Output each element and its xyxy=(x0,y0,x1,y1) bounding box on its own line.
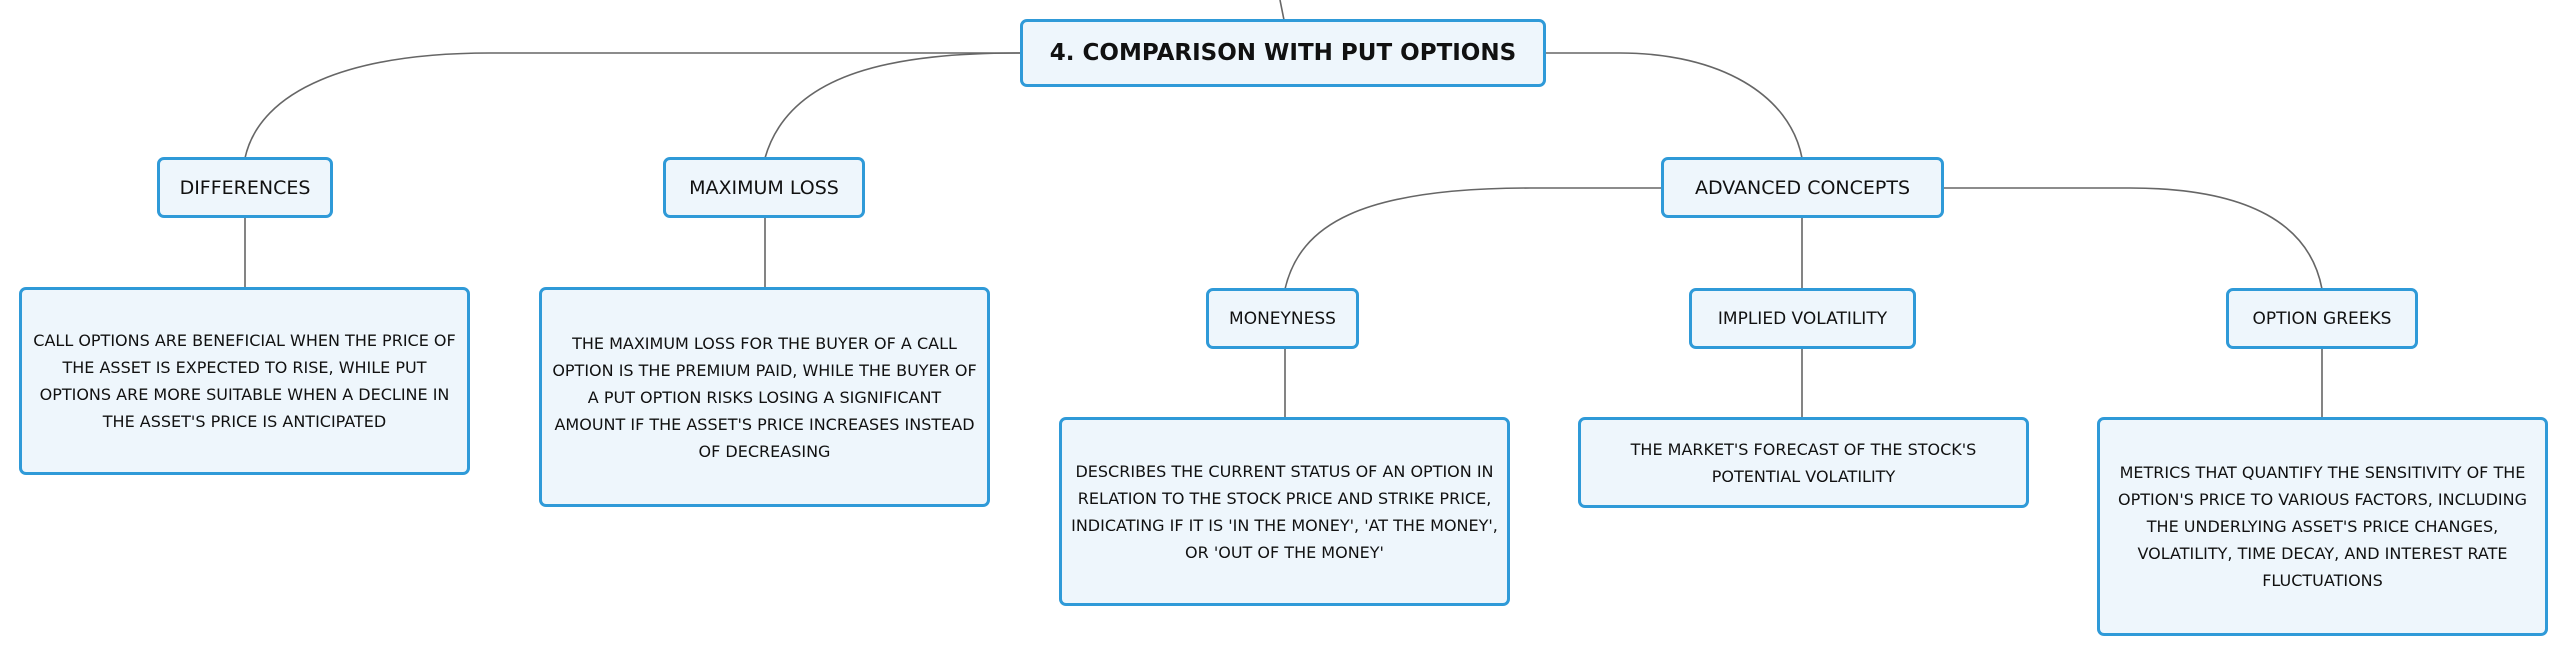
maximum-loss-label: MAXIMUM LOSS xyxy=(689,176,839,199)
connector-root-advanced-concepts xyxy=(1545,52,1803,159)
option-greeks-description[interactable]: METRICS THAT QUANTIFY THE SENSITIVITY OF… xyxy=(2097,417,2548,636)
root-topic-label: 4. COMPARISON WITH PUT OPTIONS xyxy=(1049,40,1517,66)
implied-volatility-label: IMPLIED VOLATILITY xyxy=(1717,308,1888,329)
connector-root-maximum-loss xyxy=(764,52,1021,159)
parent-connector xyxy=(1279,0,1285,21)
implied-volatility-topic[interactable]: IMPLIED VOLATILITY xyxy=(1689,288,1916,349)
moneyness-label: MONEYNESS xyxy=(1229,308,1336,329)
option-greeks-label: OPTION GREEKS xyxy=(2252,308,2392,329)
option-greeks-topic[interactable]: OPTION GREEKS xyxy=(2226,288,2418,349)
moneyness-description-text: DESCRIBES THE CURRENT STATUS OF AN OPTIO… xyxy=(1071,461,1498,562)
differences-description[interactable]: CALL OPTIONS ARE BENEFICIAL WHEN THE PRI… xyxy=(19,287,470,475)
connector-root-differences xyxy=(244,52,1020,159)
advanced-concepts-label: ADVANCED CONCEPTS xyxy=(1694,176,1911,199)
advanced-concepts-topic[interactable]: ADVANCED CONCEPTS xyxy=(1661,157,1944,218)
moneyness-description[interactable]: DESCRIBES THE CURRENT STATUS OF AN OPTIO… xyxy=(1059,417,1510,606)
differences-description-text: CALL OPTIONS ARE BENEFICIAL WHEN THE PRI… xyxy=(33,331,456,431)
implied-volatility-description[interactable]: THE MARKET'S FORECAST OF THE STOCK'S POT… xyxy=(1578,417,2029,508)
implied-volatility-description-text: THE MARKET'S FORECAST OF THE STOCK'S POT… xyxy=(1630,439,1977,486)
option-greeks-description-text: METRICS THAT QUANTIFY THE SENSITIVITY OF… xyxy=(2118,463,2527,590)
maximum-loss-topic[interactable]: MAXIMUM LOSS xyxy=(663,157,865,218)
moneyness-topic[interactable]: MONEYNESS xyxy=(1206,288,1359,349)
root-topic[interactable]: 4. COMPARISON WITH PUT OPTIONS xyxy=(1020,19,1546,87)
connector-advanced-option-greeks xyxy=(1943,187,2323,290)
maximum-loss-description[interactable]: THE MAXIMUM LOSS FOR THE BUYER OF A CALL… xyxy=(539,287,990,507)
maximum-loss-description-text: THE MAXIMUM LOSS FOR THE BUYER OF A CALL… xyxy=(552,333,977,461)
differences-label: DIFFERENCES xyxy=(179,176,311,199)
differences-topic[interactable]: DIFFERENCES xyxy=(157,157,333,218)
connector-advanced-moneyness xyxy=(1284,187,1662,290)
